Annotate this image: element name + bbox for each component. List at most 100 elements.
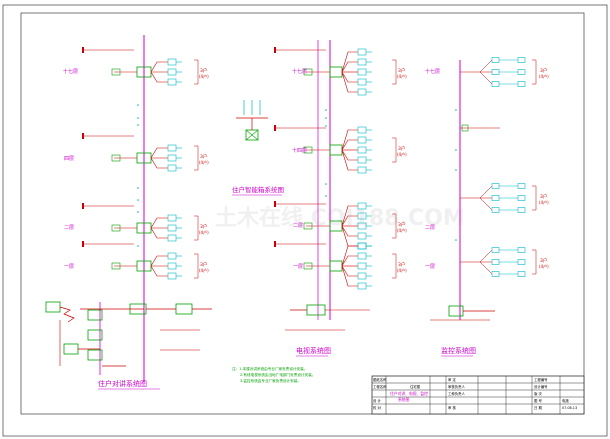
tb-label: 工程名称 [373,384,387,389]
outlet-box [357,232,367,240]
tb-label: 审核负责人 [448,384,466,389]
outlet-box [357,146,367,154]
tb-project-value: 住宅楼 [410,384,421,389]
annotation-marker [274,201,276,207]
note-line: 2.有线电视系统由当地广电部门负责设计安装。 [240,372,315,377]
tb-label: 审 定 [448,377,456,382]
branch-line [341,215,358,227]
outlet-box [357,136,367,144]
branch-line [341,149,358,161]
unit-count-sublabel: (4户) [199,229,209,235]
outlet-box [357,166,367,174]
unit-count-sublabel: (4户) [539,263,549,269]
note-line: 注：1.本楼对讲系统由专业厂家负责设计安装。 [232,366,307,371]
branch-line [479,185,493,199]
unit-count-label: 3户 [398,67,405,74]
unit-count-sublabel: (4户) [199,267,209,273]
riser-tap [137,124,139,126]
camera-icon [491,259,500,265]
unit-count-label: 3户 [200,67,207,74]
floor-label: 二层 [293,223,303,229]
watermark-text: 土木在线 COI188.COM [215,205,465,231]
unit-count-label: 3户 [398,221,405,228]
camera-icon [517,259,526,265]
smart-box-detail [236,100,268,141]
outlet-box [357,262,367,270]
branch-line [341,265,358,277]
tb-label: 设计编号 [534,384,548,389]
tb-label: 校 对 [373,405,381,410]
floor-label: 一层 [64,264,74,270]
floor-label: 十七层 [425,68,440,75]
camera-icon [517,57,526,63]
outlet-box [167,272,177,280]
unit-count-sublabel: (4户) [397,151,407,157]
camera-icon [491,183,500,189]
distribution-box [329,260,343,272]
riser-tap [325,183,327,185]
unit-count-sublabel: (4户) [397,73,407,79]
tb-label: 版 次 [534,391,542,396]
panel-title: 住户对讲系统图 [98,379,147,388]
outlet-box [357,252,367,260]
terminal-box [303,222,313,230]
tb-drawing-title: 系统图 [398,397,410,402]
floor-label: 一层 [425,264,435,270]
distribution-box [329,66,343,78]
annotation-marker [82,203,84,209]
annotation-marker [274,241,276,247]
outlet-box [357,48,367,56]
outlet-box [357,242,367,250]
outlet-box [167,262,177,270]
terminal-box [111,262,121,270]
tb-label: 设 计 [373,398,381,403]
riser-tap [325,109,327,111]
branch-line [341,205,358,227]
panel-title: 住户智能箱系统图 [232,185,284,194]
floor-label: 二层 [64,225,74,231]
tb-label: 审 核 [448,405,456,410]
tb-sheet-value: 电施 [562,398,569,403]
camera-icon [491,81,500,87]
branch-line [341,225,358,237]
tb-drawing-title: 住户对讲、电视、监控 [390,391,428,396]
floor-label: 十七层 [63,68,78,75]
riser-tap [137,211,139,213]
outlet-box [167,224,177,232]
note-line: 3.监控系统由专业厂家负责设计安装。 [240,378,301,383]
branch-line [341,265,358,287]
branch-line [341,51,358,73]
outlet-box [357,242,367,250]
tb-label: 图 号 [534,398,542,403]
outlet-box [357,58,367,66]
outlet-box [357,272,367,280]
branch-line [150,255,168,267]
branch-line [479,71,493,85]
tb-label: 工种负责人 [448,391,466,396]
title-block: 图纸名称 工程名称 设 计 校 对 住宅楼 住户对讲、电视、监控 系统图 审 定… [371,375,585,415]
branch-line [341,61,358,73]
tb-label: 图纸名称 [373,377,387,382]
tb-label: 日 期 [534,405,542,410]
tb-label: 工程编号 [534,377,548,382]
camera-icon [517,183,526,189]
outlet-box [167,68,177,76]
riser-tap [137,245,139,247]
unit-count-sublabel: (4户) [199,73,209,79]
floor-label: 十七层 [292,68,307,75]
riser-tap [137,199,139,201]
unit-count-sublabel: (4户) [539,199,549,205]
notes-block: 注：1.本楼对讲系统由专业厂家负责设计安装。 2.有线电视系统由当地广电部门负责… [232,366,315,383]
camera-icon [517,195,526,201]
watermark: 土木在线 COI188.COM [215,205,465,231]
branch-line [479,197,493,211]
branch-line [479,261,493,275]
tb-date-value: 07.08.13 [562,406,577,410]
riser-tap [325,125,327,127]
branch-line [150,157,168,169]
outlet-box [167,144,177,152]
unit-count-label: 3户 [540,193,547,200]
camera-icon [491,57,500,63]
panel-title: 电视系统图 [296,346,331,355]
